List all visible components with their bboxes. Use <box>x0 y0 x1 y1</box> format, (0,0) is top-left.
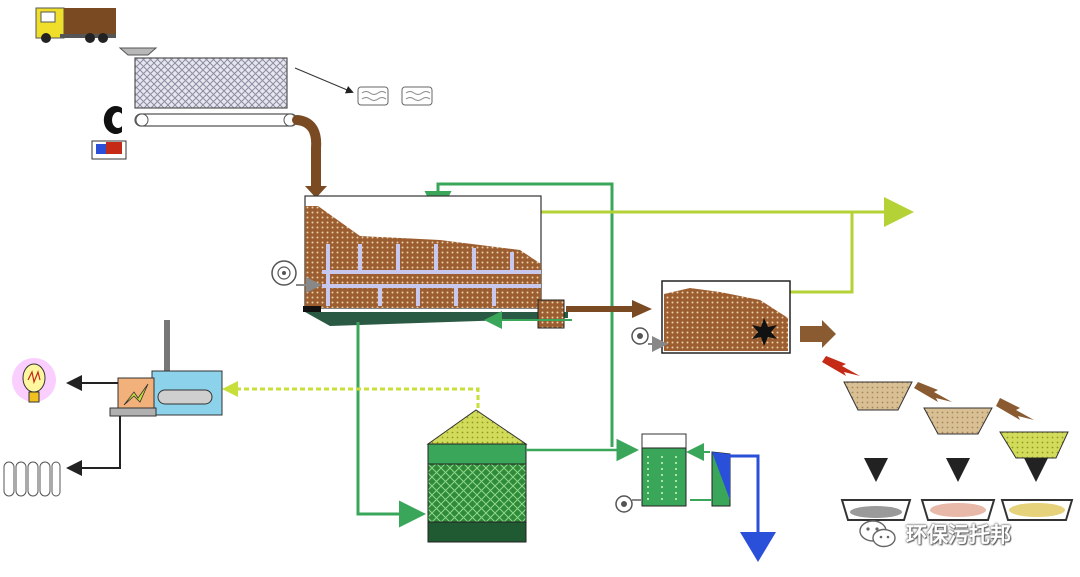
exhaust-air-branch <box>790 212 854 294</box>
radiator-icon <box>3 461 61 497</box>
shredder-screen <box>134 57 288 109</box>
screen-stage-2 <box>914 382 993 482</box>
product-tray-fine <box>840 499 912 521</box>
leachate-sump <box>305 312 568 326</box>
transfer-arrowhead <box>632 300 652 318</box>
clarifier-wedge <box>712 452 730 500</box>
magnet-icon <box>103 106 122 134</box>
tunnel-outlet-door <box>303 306 321 312</box>
biofilter <box>426 409 528 543</box>
screen-stage-3 <box>996 398 1069 482</box>
light-bulb-icon <box>12 358 56 403</box>
water-treatment-tank <box>641 433 687 507</box>
wechat-logo-icon <box>859 520 896 548</box>
fan-icon <box>631 327 668 352</box>
chp-unit <box>109 320 223 417</box>
reject-bale-icon <box>401 86 433 106</box>
discharge-auger <box>537 299 565 329</box>
reject-bale-icon <box>357 86 389 106</box>
product-tray-medium <box>920 499 996 521</box>
maturation-bay <box>661 280 791 354</box>
reject-arrow <box>294 67 354 94</box>
composting-tunnel <box>304 195 542 309</box>
watermark-text: 环保污托邦 <box>906 523 1011 547</box>
product-tray-coarse <box>1000 499 1074 521</box>
biogas-arrowhead <box>222 381 238 397</box>
metal-bin-icon <box>91 140 127 160</box>
conveyor-belt <box>134 113 298 127</box>
delivery-truck-icon <box>35 7 116 43</box>
watermark: 环保污托邦 <box>858 514 1011 554</box>
screening-feed-arrow <box>800 320 836 348</box>
screen-stage-1 <box>822 356 913 482</box>
water-discharge-line <box>730 454 776 562</box>
biogas-line <box>236 387 480 408</box>
drain-line <box>356 322 426 528</box>
fan-icon <box>615 495 642 513</box>
feed-chute-arrowhead <box>305 186 327 198</box>
fan-icon <box>271 260 322 293</box>
feed-chute <box>292 115 322 195</box>
heat-output-line <box>66 416 121 476</box>
feed-hopper <box>118 47 158 56</box>
